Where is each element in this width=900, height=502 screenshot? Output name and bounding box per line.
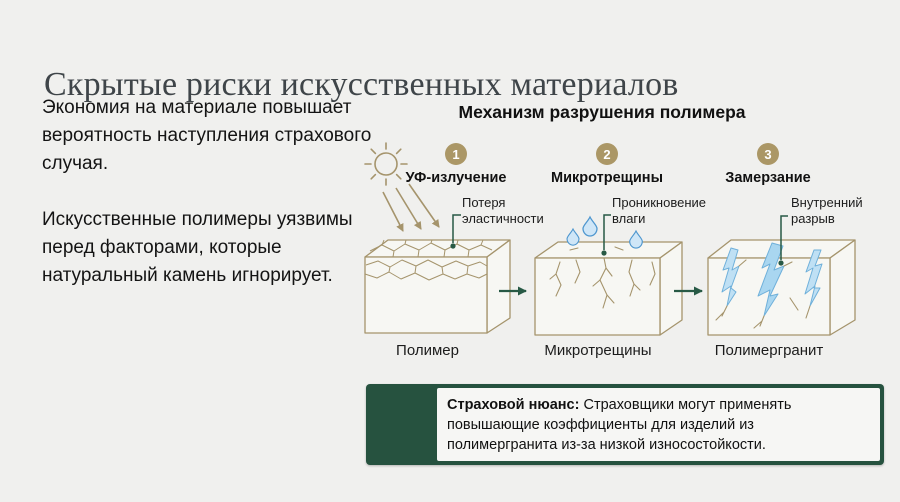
crazing-texture bbox=[364, 239, 493, 281]
stage-header-microcracks: 2 Микротрещины bbox=[527, 143, 687, 186]
annotation-connector-3 bbox=[778, 215, 788, 266]
polymer-slab-stage2 bbox=[534, 241, 683, 336]
intro-text: Экономия на материале повышает вероятнос… bbox=[42, 94, 372, 318]
slab-caption-microcracks: Микротрещины bbox=[544, 342, 652, 359]
slab-caption-polymergranite: Полимергранит bbox=[714, 342, 824, 359]
uv-rays-arrows bbox=[382, 183, 440, 232]
polymer-slab-stage1 bbox=[364, 239, 511, 334]
slab-caption-polymer: Полимер bbox=[396, 342, 459, 359]
insurance-callout-card bbox=[437, 388, 880, 461]
annotation-connector-1 bbox=[450, 214, 461, 249]
annotation-connector-2 bbox=[601, 214, 611, 256]
ice-cracks-icon bbox=[721, 242, 823, 317]
stage-header-uv: 1 УФ-излучение bbox=[376, 143, 536, 186]
stage-number-badge: 3 bbox=[757, 143, 779, 165]
intro-paragraph-1: Экономия на материале повышает вероятнос… bbox=[42, 97, 372, 174]
insurance-callout-text: Страховой нюанс: Страховщики могут приме… bbox=[447, 395, 792, 455]
stage-header-freezing: 3 Замерзание bbox=[688, 143, 848, 186]
annotation-elasticity-loss: Потеря эластичности bbox=[462, 195, 544, 226]
stage-label: Замерзание bbox=[725, 170, 811, 186]
intro-paragraph-2: Искусственные полимеры уязвимы перед фак… bbox=[42, 209, 353, 286]
stage-number-badge: 2 bbox=[596, 143, 618, 165]
annotation-moisture-penetration: Проникновение влаги bbox=[612, 195, 707, 226]
diagram-title: Механизм разрушения полимера bbox=[458, 102, 746, 122]
polymer-slab-stage3 bbox=[707, 239, 856, 336]
page-title: Скрытые риски искусственных материалов bbox=[44, 65, 679, 103]
annotation-internal-rupture: Внутренний разрыв bbox=[791, 195, 863, 226]
rupture-crack-lines bbox=[715, 259, 811, 329]
callout-body: Страховщики могут применять повышающие к… bbox=[447, 397, 792, 453]
callout-lead: Страховой нюанс: bbox=[447, 397, 580, 413]
stage-label: Микротрещины bbox=[551, 170, 663, 186]
stage-number-badge: 1 bbox=[445, 143, 467, 165]
microcracks-texture bbox=[549, 246, 656, 309]
stage-label: УФ-излучение bbox=[405, 170, 507, 186]
